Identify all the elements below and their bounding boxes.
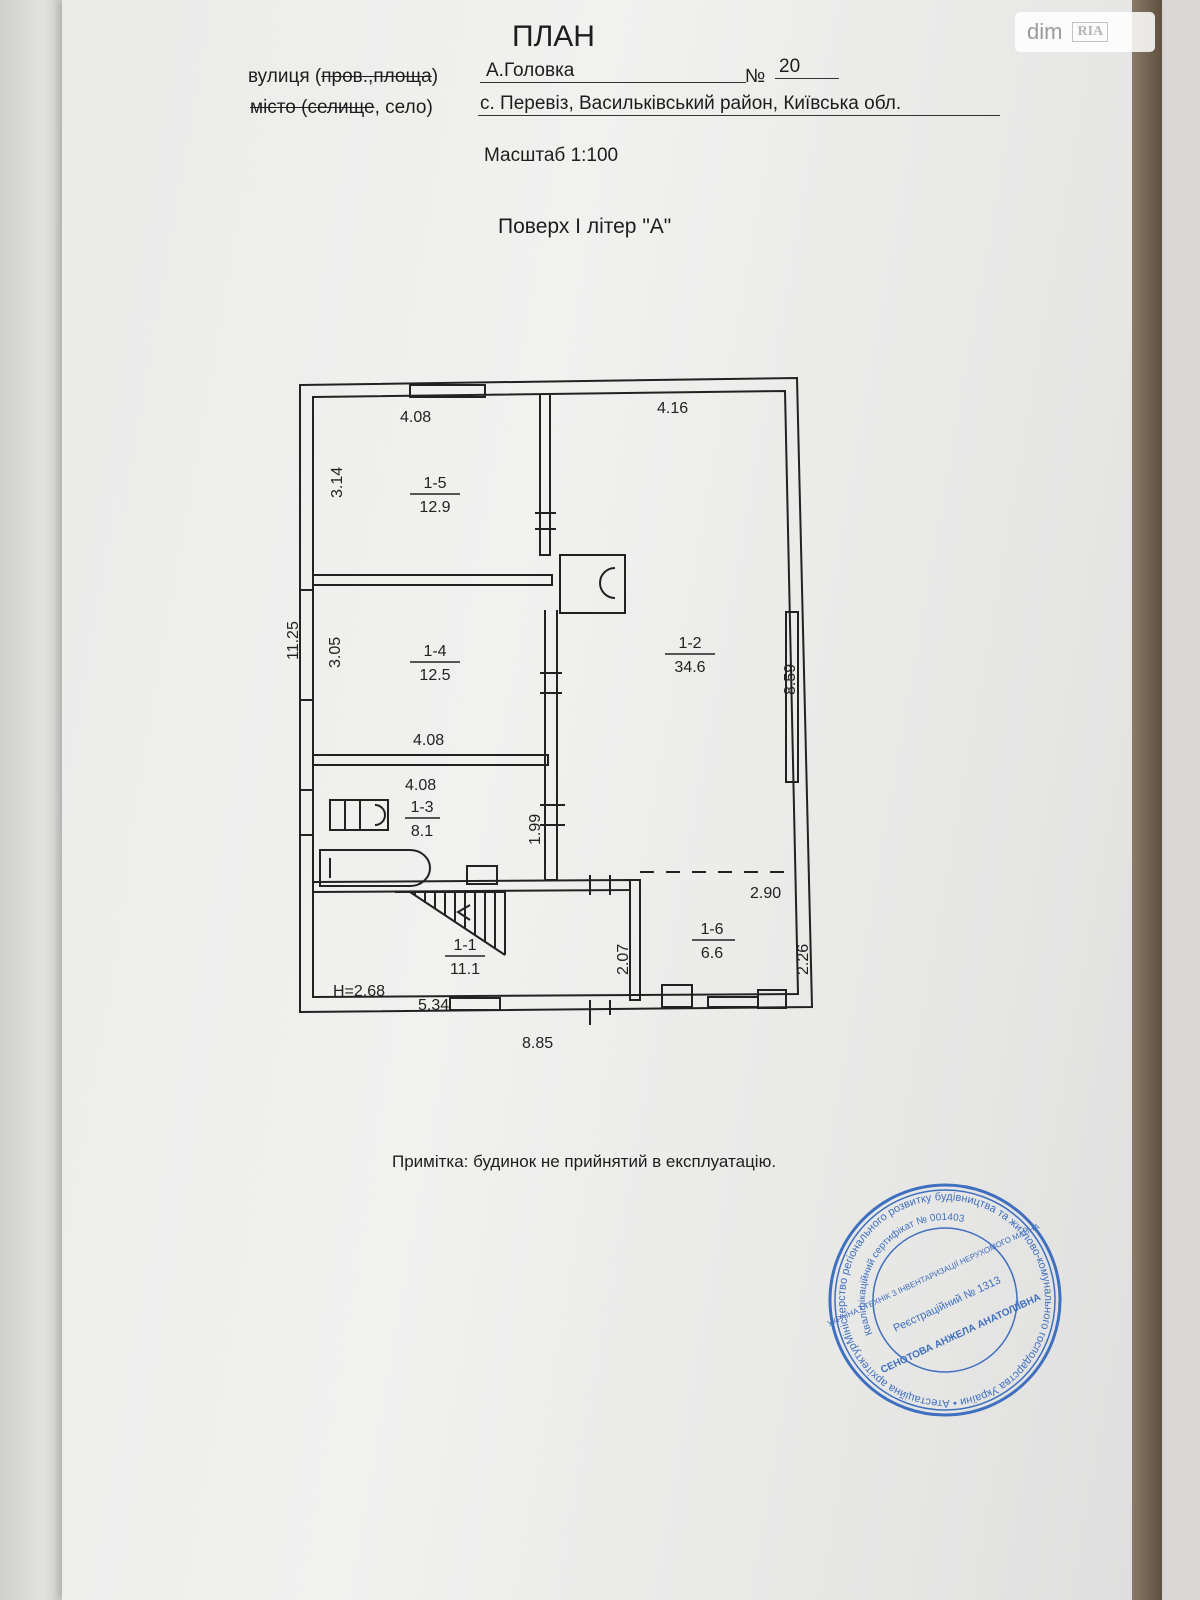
scale-label: Масштаб 1:100 — [484, 145, 619, 166]
dim-bottom-1-1: 5.34 — [418, 997, 449, 1014]
dim-right-1-6: 2.26 — [795, 944, 812, 975]
document-title: ПЛАН — [512, 20, 595, 53]
locality-label-rest: , село) — [374, 97, 433, 118]
street-label-struck: пров.,площа — [321, 66, 432, 87]
watermark-brand: dim — [1027, 19, 1063, 44]
floor-label: Поверх І літер "А" — [498, 215, 672, 238]
room-id-1-4: 1-4 — [423, 643, 446, 660]
boiler-icon — [661, 984, 693, 1008]
locality-label: місто (селище, село) — [250, 97, 433, 119]
registration-stamp: Міністерство регіонального розвитку буді… — [825, 1180, 1065, 1420]
number-value: 20 — [775, 56, 839, 79]
ceiling-height: H=2.68 — [333, 983, 385, 1000]
door-marks — [535, 512, 611, 1025]
locality-value: с. Перевіз, Васильківський район, Київсь… — [478, 93, 1000, 116]
street-value: А.Головка — [480, 60, 746, 83]
window — [449, 997, 501, 1011]
room-id-1-3: 1-3 — [410, 799, 433, 816]
dim-right-1-1: 2.07 — [615, 944, 632, 975]
watermark-logo: RIA — [1072, 22, 1109, 42]
dimria-watermark: dim RIA — [1015, 12, 1155, 52]
dim-right-1-2: 8.59 — [782, 664, 799, 695]
dim-right-1-3: 1.99 — [527, 814, 544, 845]
interior-wall — [313, 574, 553, 586]
room-id-1-1: 1-1 — [453, 937, 476, 954]
window — [409, 384, 486, 398]
dim-top-left: 4.08 — [400, 409, 431, 426]
room-area-1-3: 8.1 — [411, 823, 433, 840]
window — [299, 589, 314, 701]
interior-wall — [629, 879, 641, 1001]
room-area-1-5: 12.9 — [419, 499, 450, 516]
document-page — [62, 0, 1162, 1600]
table-edge — [1132, 0, 1162, 1600]
dim-top-1-3: 4.08 — [405, 777, 436, 794]
room-area-1-1: 11.1 — [450, 961, 480, 978]
dim-overall-height: 11.25 — [285, 621, 302, 660]
staircase — [395, 891, 506, 956]
room-area-1-6: 6.6 — [701, 945, 723, 962]
toilet-icon — [466, 865, 498, 885]
locality-label-struck: місто (селище — [250, 97, 375, 118]
dim-left-1-4: 3.05 — [327, 637, 344, 668]
note: Примітка: будинок не прийнятий в експлуа… — [392, 1152, 777, 1171]
dim-bottom-1-4: 4.08 — [413, 732, 444, 749]
room-id-1-5: 1-5 — [423, 475, 446, 492]
window — [707, 996, 759, 1008]
street-label: вулиця (пров.,площа) — [248, 66, 438, 88]
street-label-suffix: ) — [431, 66, 439, 87]
chimney — [559, 554, 626, 614]
dim-top-right: 4.16 — [657, 400, 688, 417]
room-id-1-2: 1-2 — [678, 635, 701, 652]
room-area-1-4: 12.5 — [419, 667, 450, 684]
window — [299, 789, 314, 836]
interior-wall — [313, 754, 549, 766]
dim-width-1-6: 2.90 — [750, 885, 781, 902]
bathtub-icon — [319, 849, 431, 887]
sink-detail — [344, 800, 386, 830]
dim-overall-width: 8.85 — [522, 1035, 553, 1052]
street-label-prefix: вулиця ( — [248, 66, 322, 87]
number-label: № — [745, 66, 766, 87]
interior-wall — [539, 395, 551, 556]
window — [785, 611, 799, 783]
underlying-page — [0, 0, 70, 1600]
interior-wall — [544, 610, 558, 881]
dim-left-1-5: 3.14 — [329, 467, 346, 498]
room-id-1-6: 1-6 — [700, 921, 723, 938]
stove-door — [599, 567, 616, 599]
heater-icon — [757, 989, 787, 1009]
room-area-1-2: 34.6 — [674, 659, 705, 676]
